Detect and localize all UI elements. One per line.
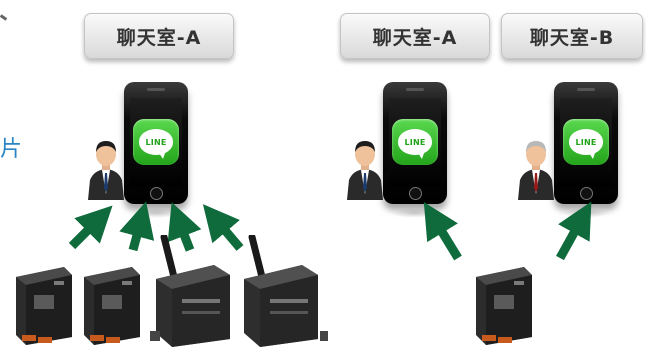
- man-gray-hair-icon: [518, 141, 554, 200]
- arrow-icon: [423, 202, 462, 261]
- io-controller-icon: [16, 267, 72, 345]
- man-dark-hair-icon: [347, 141, 383, 200]
- line-app-icon: LINE: [133, 119, 179, 165]
- line-logo-text: LINE: [398, 129, 432, 159]
- arrow-icon: [556, 201, 592, 261]
- chatroom-a-label-right: 聊天室-A: [340, 13, 490, 59]
- io-controller-icon: [84, 267, 140, 345]
- arrow-icon: [167, 202, 202, 252]
- chatroom-a-label-left: 聊天室-A: [84, 13, 234, 59]
- line-app-icon: LINE: [563, 119, 609, 165]
- arrow-icon: [68, 205, 113, 250]
- arrow-icon: [202, 204, 244, 251]
- smartphone-icon: LINE: [383, 82, 447, 218]
- wireless-router-icon: [244, 235, 328, 347]
- line-logo-text: LINE: [569, 129, 603, 159]
- line-app-icon: LINE: [392, 119, 438, 165]
- smartphone-icon: LINE: [124, 82, 188, 218]
- io-controller-icon: [476, 267, 532, 345]
- chatroom-b-label: 聊天室-B: [501, 13, 643, 59]
- cropped-edge-text: 片: [0, 137, 23, 162]
- wireless-router-icon: [150, 235, 230, 347]
- man-dark-hair-icon: [88, 141, 124, 200]
- arrow-icon: [119, 201, 155, 252]
- line-logo-text: LINE: [139, 129, 173, 159]
